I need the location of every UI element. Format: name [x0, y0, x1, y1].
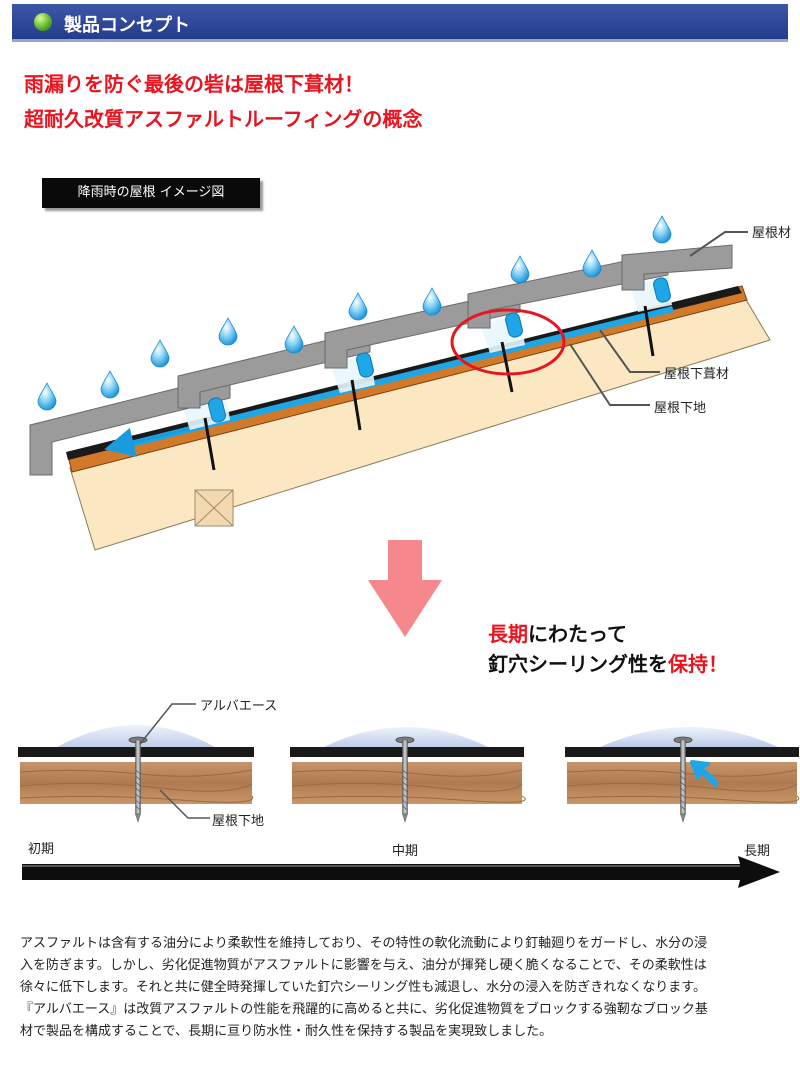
description-line: 徐々に低下します。それと共に健全時発揮していた釘穴シーリング性も減退し、水分の浸…: [20, 980, 707, 995]
description-text: アスファルトは含有する油分により柔軟性を維持しており、その特性の軟化流動により釘…: [20, 933, 792, 1043]
green-ball-icon: [34, 13, 52, 31]
label-underlayment: 屋根下葺材: [664, 367, 730, 382]
label-roof-base: 屋根下地: [654, 401, 707, 416]
label-product: アルバエース: [200, 699, 278, 714]
diagram-caption: 降雨時の屋根 イメージ図: [42, 178, 260, 208]
description-line: 『アルバエース』は改質アスファルトの性能を飛躍的に高めると共に、劣化促進物質をブ…: [20, 1002, 708, 1017]
section-header: 製品コンセプト: [12, 4, 788, 42]
description-line: アスファルトは含有する油分により柔軟性を維持しており、その特性の軟化流動により釘…: [20, 936, 708, 951]
headline-line2: 超耐久改質アスファルトルーフィングの概念: [24, 107, 423, 131]
section-title: 製品コンセプト: [64, 15, 190, 36]
label-roof-base-2: 屋根下地: [212, 814, 265, 829]
cross-section-long: [565, 727, 800, 823]
description-line: 材で製品を構成することで、長期に亘り防水性・耐久性を保持する製品を実現致しました…: [20, 1024, 553, 1039]
cross-section-early: [18, 725, 254, 823]
description-line: 入を防ぎます。しかし、劣化促進物質がアスファルトに影響を与え、油分が揮発し硬く脆…: [20, 958, 707, 973]
slogan-line2: 釘穴シーリング性を保持！: [488, 652, 728, 676]
headline-line1: 雨漏りを防ぐ最後の砦は屋根下葺材！: [24, 72, 364, 96]
slogan-line1: 長期にわたって: [488, 622, 627, 646]
cross-section-middle: [290, 727, 526, 823]
timeline-middle: 中期: [392, 844, 419, 859]
concept-illustration: [18, 215, 800, 888]
timeline-start: 初期: [28, 842, 55, 857]
label-roof-material: 屋根材: [752, 226, 792, 241]
timeline-end: 長期: [744, 844, 771, 859]
